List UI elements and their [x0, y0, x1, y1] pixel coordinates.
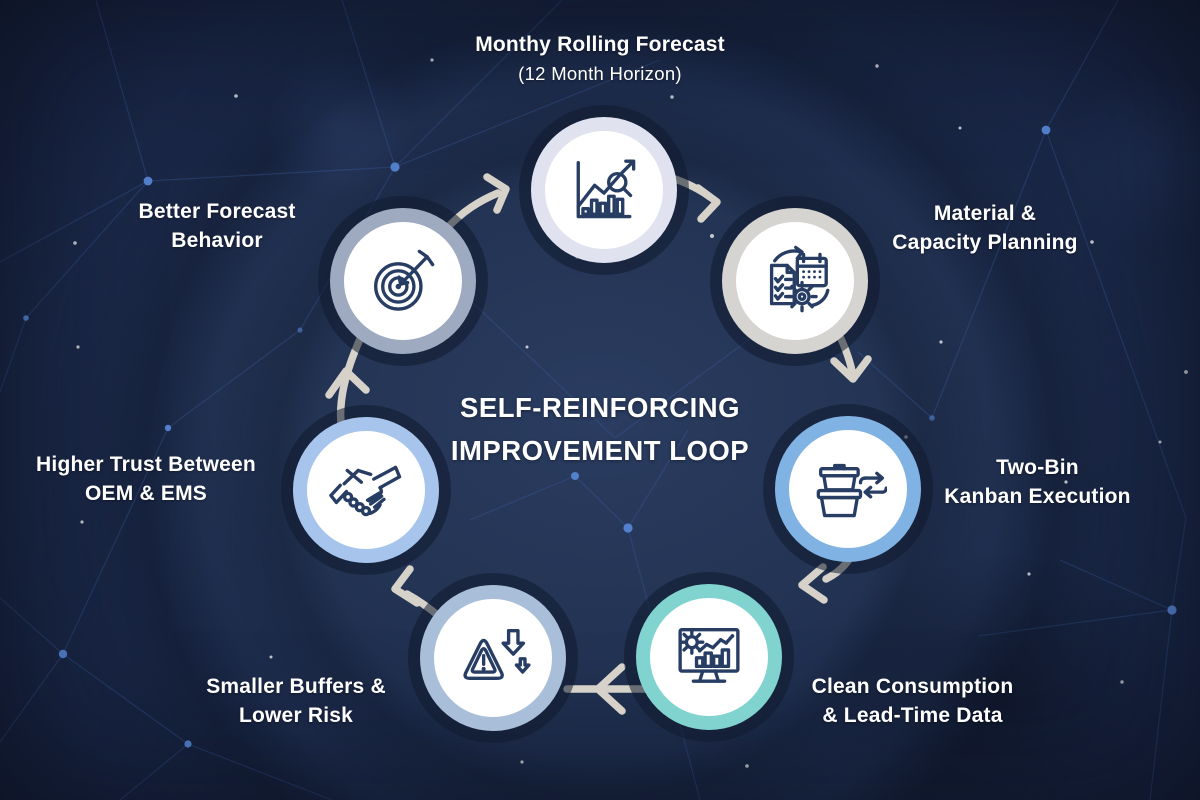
two-bins-cycle-icon [816, 463, 887, 518]
label-clean-consumption: Clean Consumption & Lead-Time Data [780, 672, 1045, 730]
label-line: OEM & EMS [85, 482, 207, 505]
label-line: Better Forecast [138, 200, 296, 223]
arrow-behavior-to-forecast [442, 173, 510, 233]
node-better-forecast-behavior [330, 208, 476, 354]
checklist-calendar-gear-icon [769, 245, 830, 313]
label-line: Kanban Execution [944, 485, 1131, 508]
label-line: Higher Trust Between [36, 453, 256, 476]
label-line: Lower Risk [238, 704, 354, 727]
node-two-bin-kanban [775, 416, 921, 562]
label-smaller-buffers: Smaller Buffers & Lower Risk [166, 672, 426, 730]
monitor-analytics-icon [678, 628, 740, 683]
node-smaller-buffers [420, 585, 566, 731]
glow-blob [264, 50, 414, 200]
label-line: Clean Consumption [811, 675, 1014, 698]
label-line: Capacity Planning [892, 231, 1078, 254]
label-monthly-rolling-forecast: Monthy Rolling Forecast (12 Month Horizo… [400, 30, 800, 89]
node-monthly-rolling-forecast [531, 117, 677, 263]
title-line: IMPROVEMENT LOOP [450, 435, 750, 466]
page-title: SELF-REINFORCING IMPROVEMENT LOOP [390, 386, 810, 472]
label-line: Smaller Buffers & [206, 675, 386, 698]
warning-decrease-icon [463, 629, 531, 680]
label-higher-trust: Higher Trust Between OEM & EMS [16, 450, 276, 508]
target-arrow-icon [374, 249, 435, 311]
label-line: Two-Bin [996, 456, 1079, 479]
arrow-buffers-to-trust [391, 565, 444, 621]
node-material-capacity-planning [722, 208, 868, 354]
handshake-icon [329, 465, 402, 517]
label-line: Behavior [171, 229, 263, 252]
label-two-bin-kanban: Two-Bin Kanban Execution [895, 453, 1180, 511]
label-line: (12 Month Horizon) [518, 63, 682, 84]
label-line: & Lead-Time Data [822, 704, 1003, 727]
chart-magnifier-icon [576, 159, 636, 219]
title-line: SELF-REINFORCING [460, 392, 740, 423]
label-line: Monthy Rolling Forecast [475, 33, 725, 56]
label-material-capacity-planning: Material & Capacity Planning [855, 199, 1115, 257]
label-better-forecast: Better Forecast Behavior [87, 197, 347, 255]
label-line: Material & [933, 202, 1037, 225]
node-clean-consumption-data [636, 584, 782, 730]
arrow-forecast-to-material [668, 174, 721, 223]
